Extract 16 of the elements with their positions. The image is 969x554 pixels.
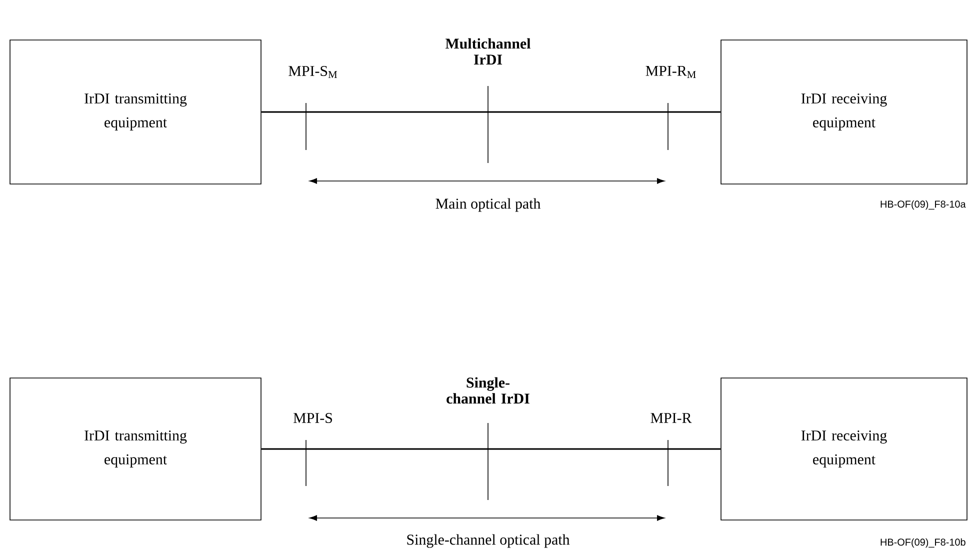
- path-label: Single-channel optical path: [407, 534, 570, 548]
- panel-title: Multichannel IrDI: [446, 38, 530, 65]
- equipment-box: IrDI receiving equipment: [720, 378, 968, 520]
- equipment-box: IrDI receiving equipment: [720, 40, 968, 184]
- figure-code: HB-OF(09)_F8-10a: [880, 200, 966, 210]
- optical-line: [261, 448, 721, 450]
- path-label: Main optical path: [436, 198, 541, 212]
- interface-label: MPI-R: [650, 413, 692, 423]
- interface-label: MPI-S$_{M}$: [288, 66, 338, 78]
- interface-label: MPI-R$_{M}$: [646, 66, 696, 78]
- interface-label: MPI-S: [294, 412, 332, 423]
- equipment-box: IrDI transmitting equipment: [10, 40, 262, 184]
- panel-title: Single-channel IrDI: [446, 377, 530, 404]
- optical-line: [261, 111, 721, 113]
- equipment-box: IrDI transmitting equipment: [10, 378, 262, 520]
- figure-code: HB-OF(09)_F8-10b: [880, 538, 966, 548]
